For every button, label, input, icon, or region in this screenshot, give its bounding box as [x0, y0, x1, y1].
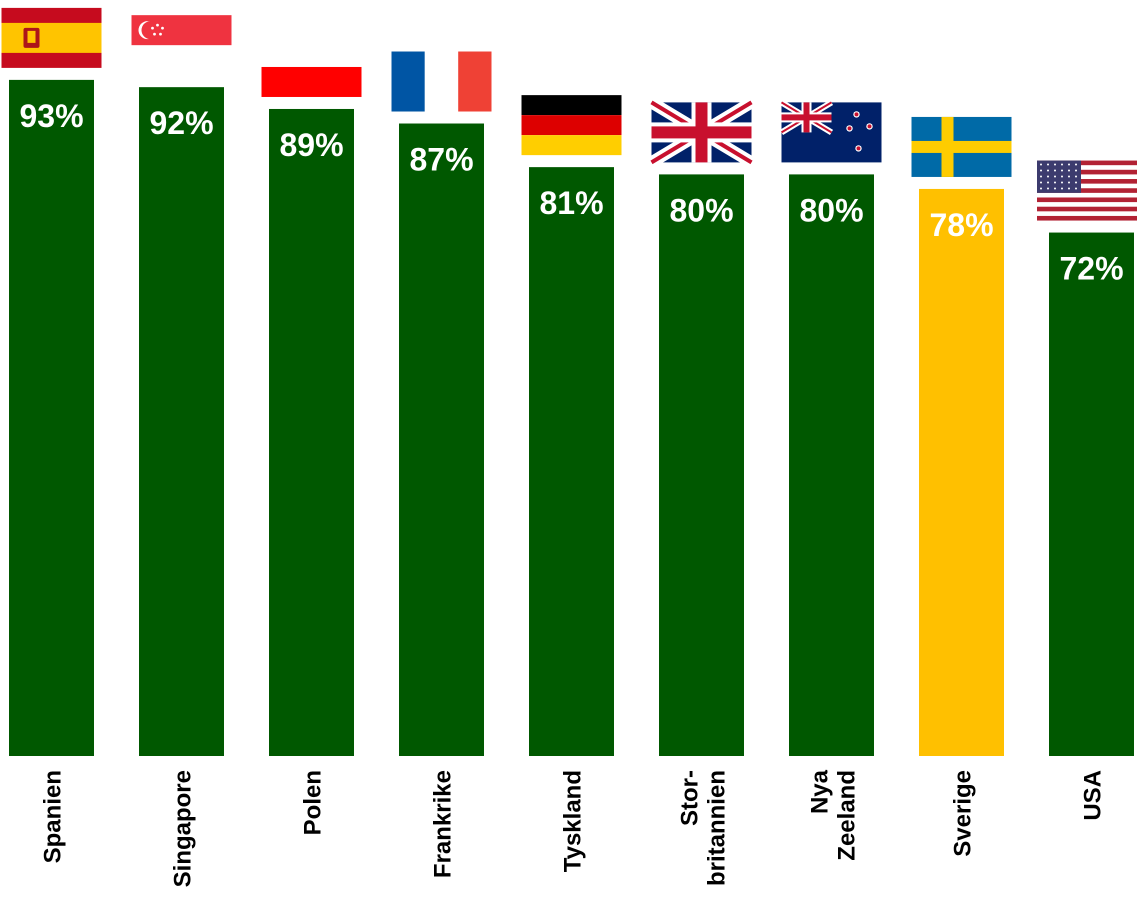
bar-3	[269, 108, 354, 757]
flag-singapore-icon	[131, 15, 232, 76]
bar-5	[529, 167, 614, 756]
value-label-2: 92%	[149, 105, 213, 141]
category-label-1: Spanien	[40, 770, 67, 863]
flag-usa-icon	[1037, 160, 1137, 221]
value-label-3: 89%	[279, 127, 343, 163]
value-label-1: 93%	[19, 98, 83, 134]
flag-sweden-icon	[911, 116, 1012, 177]
value-label-4: 87%	[409, 142, 473, 178]
bar-8	[919, 188, 1004, 756]
flag-uk-icon	[648, 97, 755, 168]
value-label-9: 72%	[1059, 251, 1123, 287]
bar-7	[789, 174, 874, 756]
flag-france-icon	[391, 51, 492, 112]
category-label-4: Frankrike	[430, 770, 457, 878]
category-label-9: USA	[1080, 770, 1107, 821]
category-label-5: Tyskland	[560, 770, 587, 872]
value-label-7: 80%	[799, 192, 863, 228]
category-label-6: Stor-britannien	[677, 770, 731, 886]
value-label-8: 78%	[929, 207, 993, 243]
flag-germany-icon	[521, 95, 622, 156]
category-label-3: Polen	[300, 770, 327, 835]
flag-new-zealand-icon	[779, 99, 882, 163]
bar-9	[1049, 232, 1134, 756]
bar-2	[139, 87, 224, 756]
bar-1	[9, 79, 94, 756]
category-label-2: Singapore	[170, 770, 197, 887]
value-label-6: 80%	[669, 192, 733, 228]
bar-4	[399, 123, 484, 756]
value-label-5: 81%	[539, 185, 603, 221]
flag-spain-icon	[1, 7, 102, 68]
bar-6	[659, 174, 744, 756]
category-label-7: NyaZeeland	[807, 769, 861, 860]
flag-poland-icon	[261, 36, 362, 97]
category-label-8: Sverige	[950, 770, 977, 857]
